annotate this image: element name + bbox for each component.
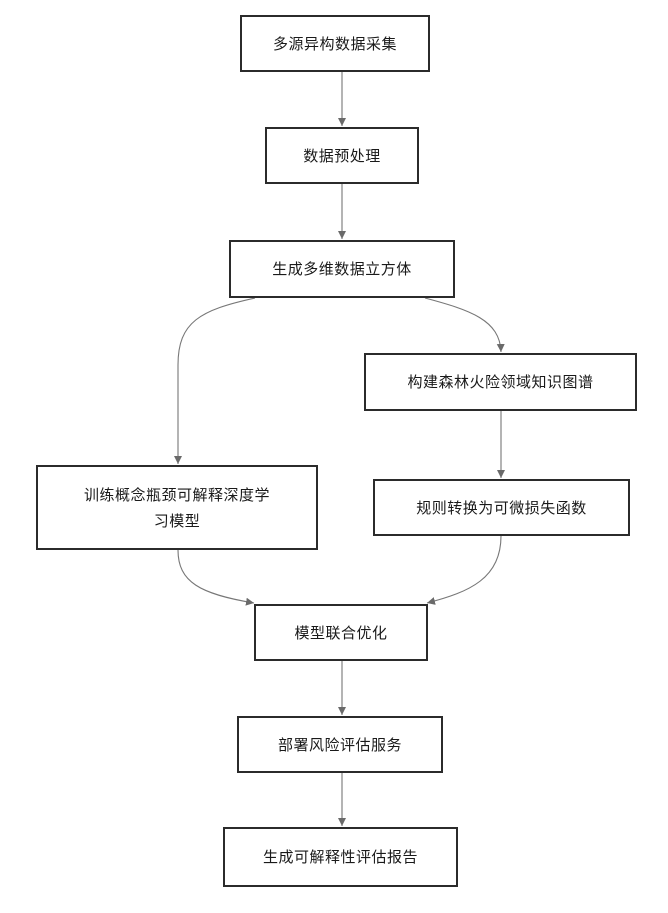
- node-label: 模型联合优化: [294, 621, 387, 645]
- arrow-cube-to-train-model: [178, 298, 255, 464]
- node-generate-report: 生成可解释性评估报告: [223, 827, 458, 887]
- node-label: 多源异构数据采集: [273, 32, 397, 56]
- node-joint-optimization: 模型联合优化: [254, 604, 428, 661]
- node-label: 生成多维数据立方体: [272, 257, 412, 281]
- node-label: 生成可解释性评估报告: [263, 845, 418, 869]
- node-train-interpretable-model: 训练概念瓶颈可解释深度学 习模型: [36, 465, 318, 550]
- arrow-train-model-to-joint-opt: [178, 550, 254, 603]
- node-label: 构建森林火险领域知识图谱: [407, 370, 593, 394]
- arrow-loss-to-joint-opt: [427, 536, 501, 603]
- node-label: 规则转换为可微损失函数: [416, 496, 587, 520]
- node-generate-data-cube: 生成多维数据立方体: [229, 240, 455, 298]
- node-rules-to-loss-function: 规则转换为可微损失函数: [373, 479, 630, 536]
- node-build-knowledge-graph: 构建森林火险领域知识图谱: [364, 353, 637, 411]
- node-label: 训练概念瓶颈可解释深度学 习模型: [84, 482, 270, 534]
- node-label-line-1: 训练概念瓶颈可解释深度学: [84, 482, 270, 508]
- node-label-line-2: 习模型: [84, 508, 270, 534]
- node-data-preprocessing: 数据预处理: [265, 127, 419, 184]
- node-deploy-risk-service: 部署风险评估服务: [237, 716, 443, 773]
- arrow-cube-to-knowledge-graph: [425, 298, 501, 352]
- node-label: 部署风险评估服务: [278, 733, 402, 757]
- node-multisource-data-collection: 多源异构数据采集: [240, 15, 430, 72]
- node-label: 数据预处理: [303, 144, 381, 168]
